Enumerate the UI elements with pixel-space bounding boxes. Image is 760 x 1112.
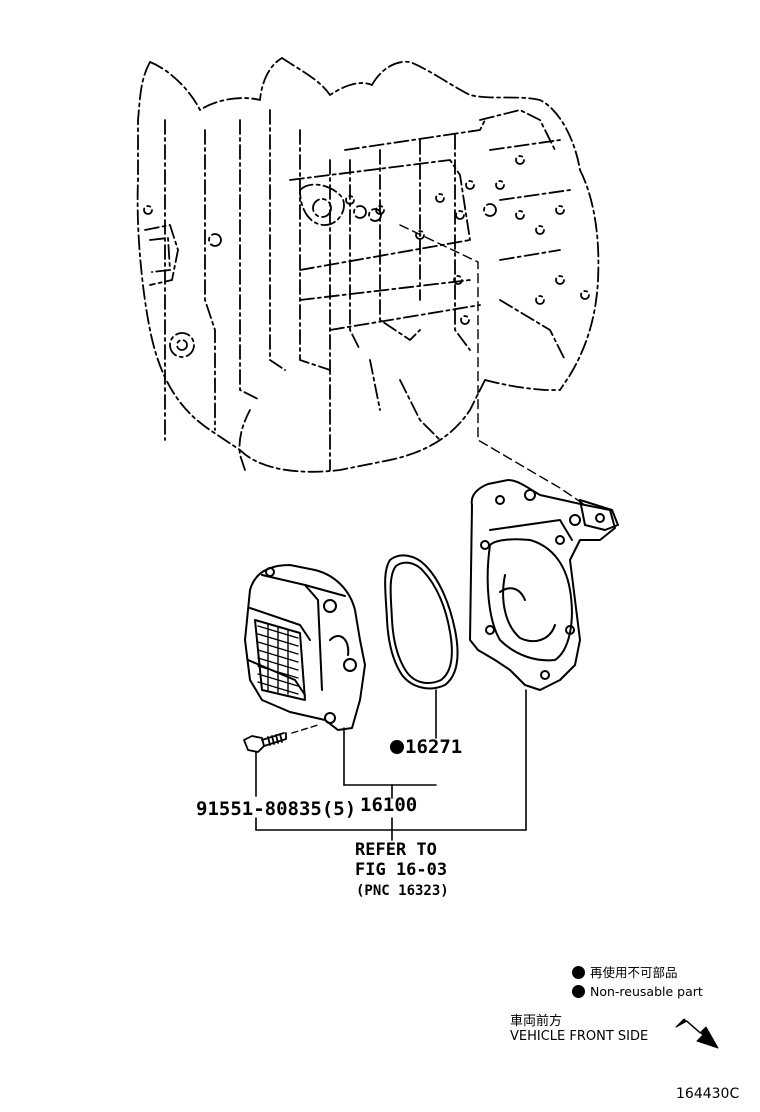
legend-jp-text: 再使用不可部品 <box>590 965 678 980</box>
vehicle-front-jp: 車両前方 <box>510 1014 563 1029</box>
refer-to-line2: FIG 16-03 <box>355 860 448 880</box>
bolt-leader-dash <box>291 724 319 734</box>
non-reusable-marker-dot <box>390 740 404 754</box>
timing-chain-cover <box>469 479 619 691</box>
engine-block-outline <box>136 57 600 473</box>
legend-en-text: Non-reusable part <box>590 984 703 999</box>
non-reusable-dot-icon <box>572 966 585 979</box>
figure-code: 164430C <box>676 1086 740 1102</box>
refer-to-line3: (PNC 16323) <box>356 883 449 899</box>
pump-bolt <box>243 732 287 753</box>
alignment-leader-line <box>399 224 586 506</box>
part-number-water-pump: 16100 <box>360 794 418 816</box>
vehicle-front-arrow-icon <box>675 1018 719 1049</box>
legend-non-reusable-en: Non-reusable part <box>572 984 703 999</box>
pump-gasket <box>384 554 459 690</box>
leader-lines <box>255 689 527 841</box>
legend-non-reusable-jp: 再使用不可部品 <box>572 962 678 981</box>
refer-to-line1: REFER TO <box>355 840 437 860</box>
part-number-bolt: 91551-80835(5) <box>196 798 357 820</box>
non-reusable-dot-icon <box>572 985 585 998</box>
part-number-gasket: 16271 <box>405 736 463 758</box>
vehicle-front-en: VEHICLE FRONT SIDE <box>510 1029 649 1044</box>
pump-impeller-vanes <box>257 623 299 695</box>
water-pump-assembly <box>244 564 366 731</box>
